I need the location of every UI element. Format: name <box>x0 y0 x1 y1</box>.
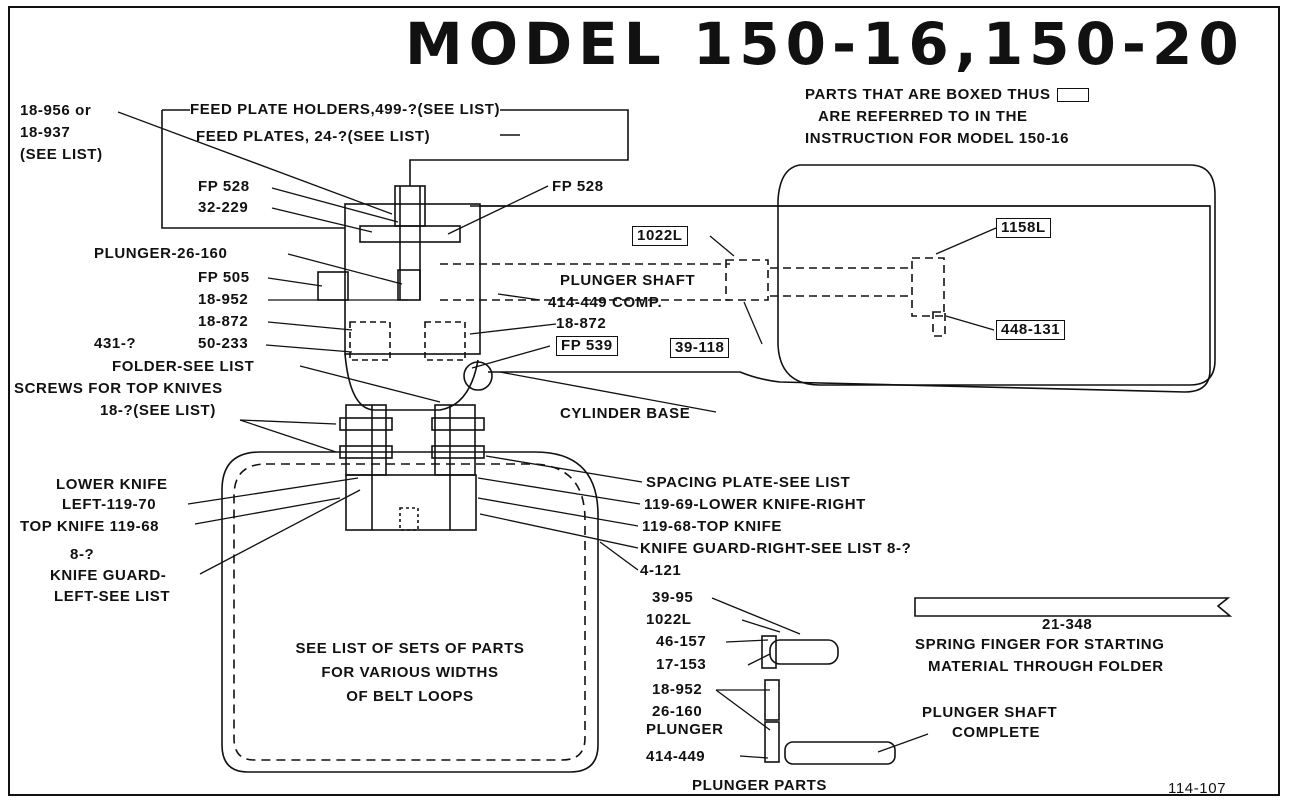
label-32-229: 32-229 <box>198 199 249 216</box>
label-fp505: FP 505 <box>198 269 250 286</box>
spring-finger-line-1: SPRING FINGER FOR STARTING <box>915 636 1165 653</box>
label-pp-26-160: 26-160 <box>652 703 703 720</box>
label-plunger-shaft-complete-a: PLUNGER SHAFT <box>922 704 1058 721</box>
label-fp539: FP 539 <box>556 336 618 356</box>
label-lower-knife-a: LOWER KNIFE <box>56 476 168 493</box>
label-folder: FOLDER-SEE LIST <box>112 358 255 375</box>
drawing-number: 114-107 <box>1168 780 1227 797</box>
label-pp-17-153: 17-153 <box>656 656 707 673</box>
cylinder-base-inner <box>777 164 1216 386</box>
label-4-121: 4-121 <box>640 562 682 579</box>
center-note-line-1: SEE LIST OF SETS OF PARTS <box>295 640 525 657</box>
center-note-line-2: FOR VARIOUS WIDTHS <box>321 664 499 681</box>
label-39-118: 39-118 <box>670 338 730 358</box>
label-pp-1022l: 1022L <box>646 611 692 628</box>
label-fp528-right: FP 528 <box>552 178 604 195</box>
label-18-872-left: 18-872 <box>198 313 249 330</box>
label-pp-39-95: 39-95 <box>652 589 694 606</box>
label-spacing-plate: SPACING PLATE-SEE LIST <box>646 474 851 491</box>
plunger-shaft-dashed <box>440 257 946 337</box>
label-screws-b: 18-?(SEE LIST) <box>100 402 216 419</box>
label-21-348: 21-348 <box>1042 616 1093 633</box>
drawing-frame <box>8 6 1280 796</box>
label-18-956-c: (SEE LIST) <box>20 146 103 163</box>
label-guard-left-c: LEFT-SEE LIST <box>54 588 171 605</box>
spring-finger-line-2: MATERIAL THROUGH FOLDER <box>928 658 1164 675</box>
center-note-line-3: OF BELT LOOPS <box>346 688 474 705</box>
label-pp-plunger: PLUNGER <box>646 721 724 738</box>
label-50-233: 50-233 <box>198 335 249 352</box>
label-screws-a: SCREWS FOR TOP KNIVES <box>14 380 223 397</box>
label-guard-left-a: 8-? <box>70 546 95 563</box>
label-448-131: 448-131 <box>996 320 1066 340</box>
label-feed-plate-holders: FEED PLATE HOLDERS,499-?(SEE LIST) <box>190 101 501 118</box>
label-pp-18-952: 18-952 <box>652 681 703 698</box>
legend-line-3: INSTRUCTION FOR MODEL 150-16 <box>805 130 1070 147</box>
belt-loop-outline-dashed <box>233 463 586 761</box>
cylinder-base-outline <box>480 205 1211 393</box>
feed-plate-bracket <box>161 110 345 229</box>
legend-box-symbol <box>1056 88 1089 103</box>
legend-line-2: ARE REFERRED TO IN THE <box>818 108 1028 125</box>
label-18-956-b: 18-937 <box>20 124 71 141</box>
spring-finger <box>914 597 1233 617</box>
folder-assembly <box>317 185 493 531</box>
belt-loop-outline <box>221 451 599 773</box>
label-18-872-right: 18-872 <box>556 315 607 332</box>
legend-line-1: PARTS THAT ARE BOXED THUS <box>805 86 1089 104</box>
label-fp528-left: FP 528 <box>198 178 250 195</box>
label-guard-right: KNIFE GUARD-RIGHT-SEE LIST 8-? <box>640 540 912 557</box>
label-1158l: 1158L <box>996 218 1051 238</box>
label-plunger-shaft-complete-b: COMPLETE <box>952 724 1041 741</box>
label-1022l: 1022L <box>632 226 688 246</box>
label-feed-plates: FEED PLATES, 24-?(SEE LIST) <box>196 128 431 145</box>
label-lower-knife-b: LEFT-119-70 <box>62 496 157 513</box>
label-431: 431-? <box>94 335 137 352</box>
label-plunger-parts: PLUNGER PARTS <box>692 777 828 794</box>
label-plunger-26-160: PLUNGER-26-160 <box>94 245 228 262</box>
label-cylinder-base: CYLINDER BASE <box>560 405 691 422</box>
label-plunger-shaft-a: PLUNGER SHAFT <box>560 272 696 289</box>
label-pp-46-157: 46-157 <box>656 633 707 650</box>
label-lower-knife-right: 119-69-LOWER KNIFE-RIGHT <box>644 496 866 513</box>
label-guard-left-b: KNIFE GUARD- <box>50 567 167 584</box>
label-pp-414-449: 414-449 <box>646 748 706 765</box>
label-top-knife-right: 119-68-TOP KNIFE <box>642 518 782 535</box>
label-plunger-shaft-b: 414-449 COMP. <box>548 294 663 311</box>
label-18-956-a: 18-956 or <box>20 102 92 119</box>
label-18-952: 18-952 <box>198 291 249 308</box>
label-top-knife-left: TOP KNIFE 119-68 <box>20 518 160 535</box>
drawing-title: MODEL 150-16,150-20 <box>405 10 1245 78</box>
plunger-parts-sketch <box>761 635 896 765</box>
leader-lines <box>117 111 997 759</box>
